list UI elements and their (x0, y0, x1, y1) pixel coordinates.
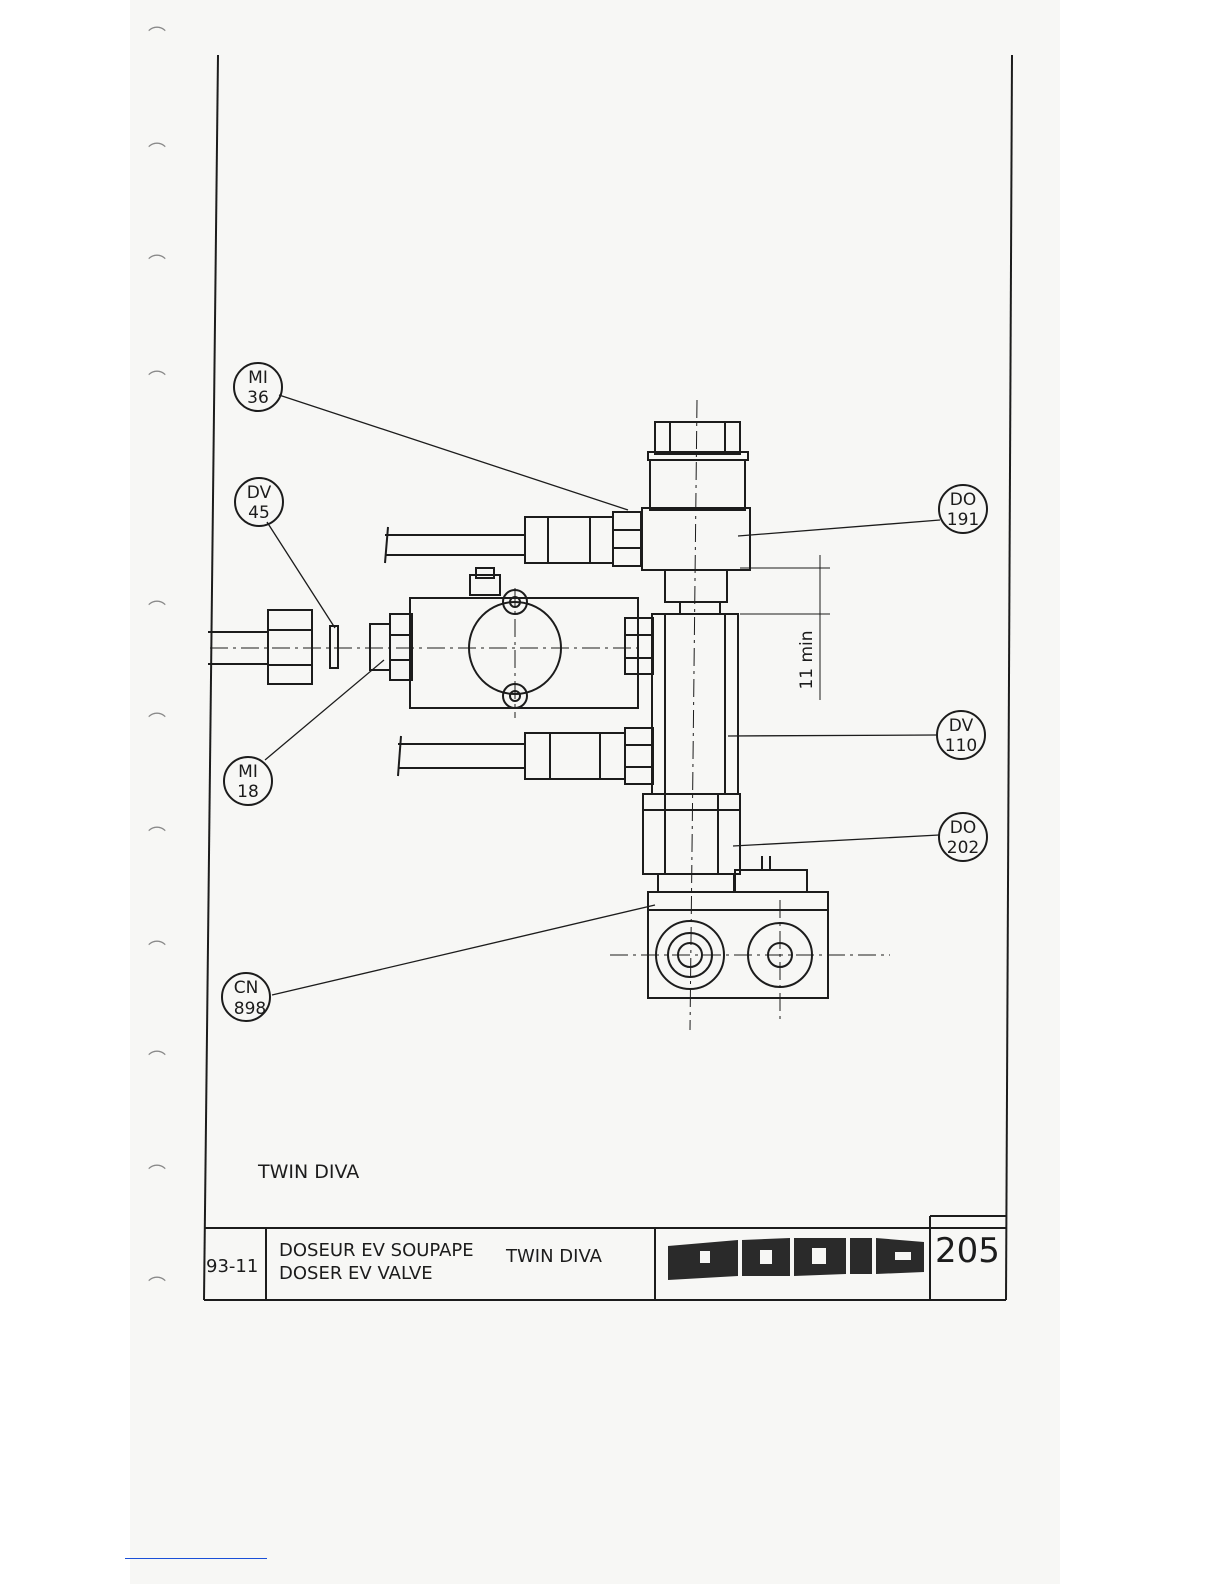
callout-do-191-code: DO (950, 490, 976, 510)
callout-bubbles (222, 363, 987, 1021)
callout-do-191-number: 191 (947, 510, 979, 530)
callout-mi-36-code: MI (248, 368, 268, 388)
dosing-block (410, 568, 653, 708)
title-french: DOSEUR EV SOUPAPE (279, 1240, 474, 1261)
lower-pipe-fitting (398, 728, 653, 784)
frame-right-border (1006, 55, 1012, 1300)
callout-mi-18-code: MI (238, 762, 258, 782)
model-name: TWIN DIVA (505, 1246, 603, 1267)
dimension-label: 11 min (797, 630, 817, 689)
callout-cn-898-number: 898 (234, 999, 266, 1019)
callout-do-202-code: DO (950, 818, 976, 838)
callout-do-202-number: 202 (947, 838, 979, 858)
upper-pipe-fitting (385, 512, 641, 566)
title-english: DOSER EV VALVE (279, 1263, 433, 1284)
callout-dv-110-number: 110 (945, 736, 977, 756)
coil-connector (648, 856, 828, 998)
washer (330, 626, 338, 668)
page-number: 205 (935, 1231, 1000, 1271)
date-code: 93-11 (206, 1256, 258, 1277)
footnote-rule (125, 1558, 267, 1559)
callout-mi-18-number: 18 (237, 782, 259, 802)
frame-left-border (204, 55, 218, 1300)
callout-mi-36-number: 36 (247, 388, 269, 408)
top-nut (648, 422, 748, 460)
drawing-caption: TWIN DIVA (257, 1161, 359, 1183)
center-lines (210, 400, 890, 1030)
middle-valve-body (652, 614, 738, 794)
callout-dv-45-number: 45 (248, 503, 270, 523)
callout-dv-110-code: DV (949, 716, 974, 736)
leader-lines (265, 395, 940, 995)
callout-cn-898-code: CN (234, 978, 259, 998)
left-pipe-and-nut (208, 610, 412, 684)
callout-dv-45-code: DV (247, 483, 272, 503)
upper-valve-body (642, 460, 750, 614)
